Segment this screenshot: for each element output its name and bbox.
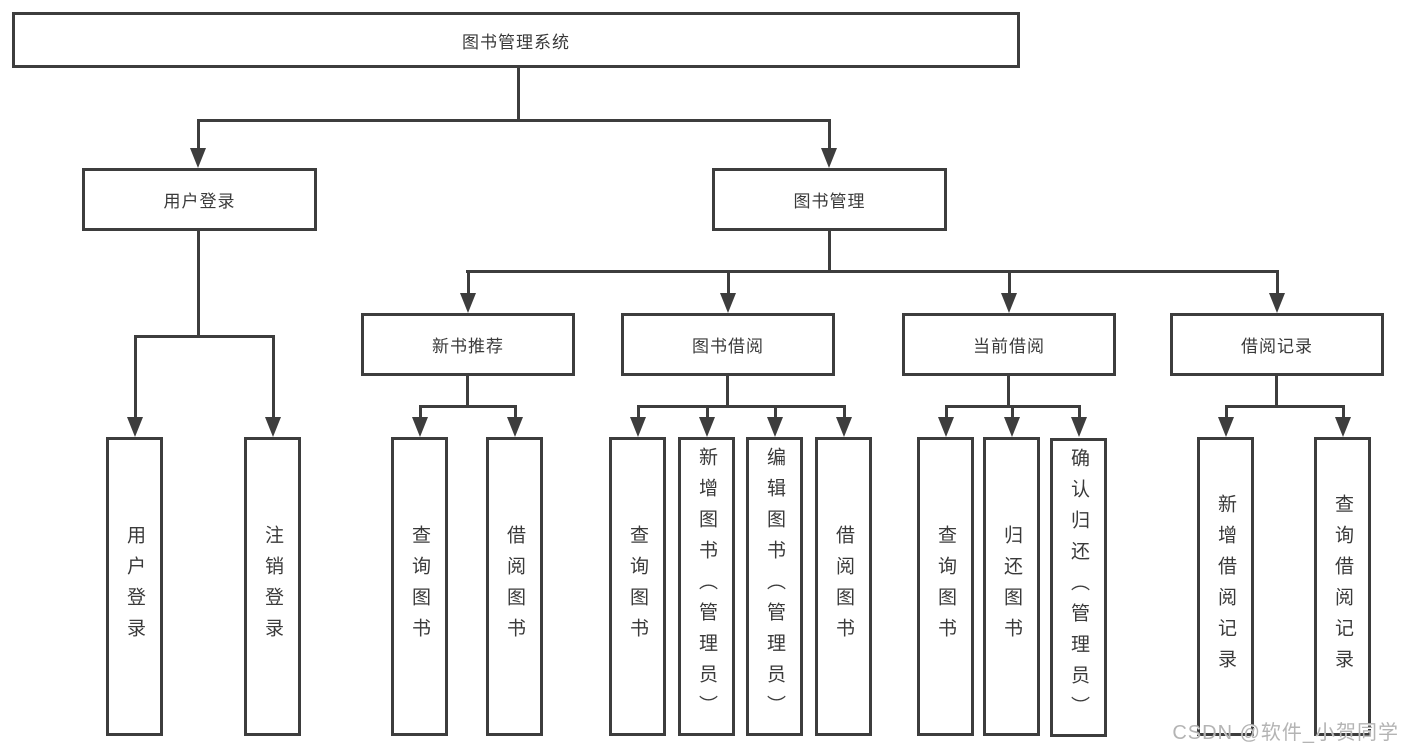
arrow-down-icon bbox=[506, 405, 524, 437]
connector-level2-rail bbox=[197, 119, 831, 122]
connector-root-stub bbox=[517, 66, 520, 122]
leaf-query-borrow-record: 查询借阅记录 bbox=[1314, 437, 1371, 736]
node-label: 当前借阅 bbox=[973, 337, 1045, 356]
leaf-label: 查询图书 bbox=[627, 524, 648, 649]
arrow-down-icon bbox=[1334, 405, 1352, 437]
arrow-down-icon bbox=[629, 405, 647, 437]
leaf-label: 新增图书（管理员） bbox=[696, 447, 717, 726]
connector-user-login-stub bbox=[197, 231, 200, 338]
leaf-label: 查询借阅记录 bbox=[1332, 493, 1353, 680]
leaf-logout: 注销登录 bbox=[244, 437, 301, 736]
node-book-borrow: 图书借阅 bbox=[621, 313, 835, 376]
leaf-user-login: 用户登录 bbox=[106, 437, 163, 736]
leaf-label: 借阅图书 bbox=[833, 524, 854, 649]
leaf-return-books: 归还图书 bbox=[983, 437, 1040, 736]
connector-borrow-records-stub bbox=[1275, 376, 1278, 407]
node-user-login: 用户登录 bbox=[82, 168, 317, 231]
arrow-down-icon bbox=[766, 405, 784, 437]
arrow-down-icon bbox=[820, 119, 838, 168]
node-borrow-records: 借阅记录 bbox=[1170, 313, 1384, 376]
connector-book-borrow-stub bbox=[726, 376, 729, 407]
leaf-label: 借阅图书 bbox=[504, 524, 525, 649]
arrow-down-icon bbox=[1003, 405, 1021, 437]
leaf-edit-book-admin: 编辑图书（管理员） bbox=[746, 437, 803, 736]
leaf-query-books: 查询图书 bbox=[391, 437, 448, 736]
arrow-down-icon bbox=[411, 405, 429, 437]
node-label: 图书管理 bbox=[793, 192, 866, 211]
leaf-label: 查询图书 bbox=[409, 524, 430, 649]
node-label: 图书管理系统 bbox=[462, 32, 570, 52]
node-library-system: 图书管理系统 bbox=[12, 12, 1020, 68]
arrow-down-icon bbox=[698, 405, 716, 437]
node-current-borrow: 当前借阅 bbox=[902, 313, 1116, 376]
leaf-borrow-books: 借阅图书 bbox=[486, 437, 543, 736]
leaf-label: 新增借阅记录 bbox=[1215, 493, 1236, 680]
node-label: 图书借阅 bbox=[692, 337, 764, 356]
arrow-down-icon bbox=[719, 270, 737, 313]
leaf-label: 查询图书 bbox=[935, 524, 956, 649]
arrow-down-icon bbox=[937, 405, 955, 437]
node-new-book-recommend: 新书推荐 bbox=[361, 313, 575, 376]
arrow-down-icon bbox=[264, 335, 282, 437]
leaf-label: 归还图书 bbox=[1001, 524, 1022, 649]
arrow-down-icon bbox=[1070, 405, 1088, 437]
arrow-down-icon bbox=[1217, 405, 1235, 437]
connector-new-book-rail bbox=[419, 405, 516, 408]
leaf-label: 用户登录 bbox=[124, 524, 145, 649]
arrow-down-icon bbox=[1268, 270, 1286, 313]
connector-new-book-stub bbox=[466, 376, 469, 407]
leaf-label: 编辑图书（管理员） bbox=[764, 447, 785, 726]
node-label: 用户登录 bbox=[163, 192, 236, 211]
arrow-down-icon bbox=[189, 119, 207, 168]
csdn-watermark: CSDN @软件_小贺同学 bbox=[1172, 722, 1399, 744]
connector-borrow-records-rail bbox=[1225, 405, 1344, 408]
connector-book-mgmt-stub bbox=[828, 231, 831, 273]
leaf-query-books: 查询图书 bbox=[917, 437, 974, 736]
node-label: 借阅记录 bbox=[1241, 337, 1313, 356]
arrow-down-icon bbox=[1000, 270, 1018, 313]
arrow-down-icon bbox=[835, 405, 853, 437]
leaf-add-borrow-record: 新增借阅记录 bbox=[1197, 437, 1254, 736]
node-book-management: 图书管理 bbox=[712, 168, 947, 231]
leaf-borrow-books: 借阅图书 bbox=[815, 437, 872, 736]
node-label: 新书推荐 bbox=[432, 337, 504, 356]
connector-book-borrow-rail bbox=[637, 405, 845, 408]
leaf-query-books: 查询图书 bbox=[609, 437, 666, 736]
leaf-confirm-return-admin: 确认归还（管理员） bbox=[1050, 438, 1107, 737]
arrow-down-icon bbox=[459, 270, 477, 313]
leaf-label: 注销登录 bbox=[262, 524, 283, 649]
leaf-label: 确认归还（管理员） bbox=[1068, 448, 1089, 727]
arrow-down-icon bbox=[126, 335, 144, 437]
leaf-add-book-admin: 新增图书（管理员） bbox=[678, 437, 735, 736]
connector-level3-rail bbox=[466, 270, 1279, 273]
connector-current-borrow-stub bbox=[1007, 376, 1010, 407]
connector-user-login-rail bbox=[134, 335, 274, 338]
